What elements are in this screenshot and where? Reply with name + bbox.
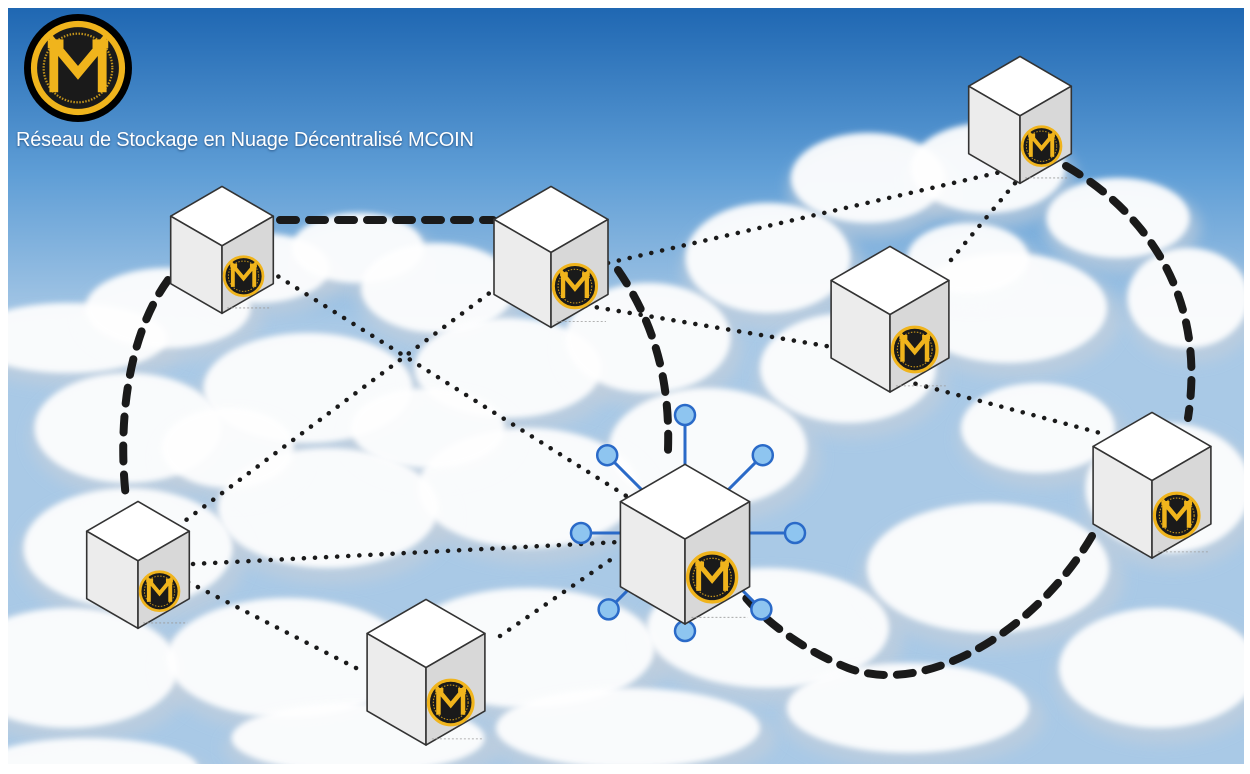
storage-node (1092, 411, 1212, 559)
hub-connector-node (595, 443, 619, 467)
mcoin-coin-icon (1152, 491, 1201, 540)
hub-connector-node (750, 598, 773, 621)
hub-connector-node (569, 521, 593, 545)
hub-connector-node (597, 598, 620, 621)
storage-node-hub (619, 463, 751, 625)
link-dotted-n2-n3 (605, 165, 1021, 266)
diagram-canvas: Réseau de Stockage en Nuage Décentralisé… (8, 8, 1244, 764)
storage-node (85, 500, 191, 630)
link-dotted-n7-hub (497, 553, 619, 639)
mcoin-coin-icon (426, 678, 475, 727)
storage-node (366, 598, 486, 746)
network-links (119, 162, 1196, 680)
mcoin-coin-icon (222, 255, 265, 298)
mcoin-logo-icon (30, 20, 126, 116)
link-dotted-n6-hub (190, 539, 623, 567)
mcoin-coin-icon (685, 551, 739, 604)
storage-node (493, 185, 609, 329)
storage-node (169, 185, 275, 315)
hub-connector-node (751, 443, 775, 467)
link-dotted-n6-n7 (185, 579, 363, 673)
link-dotted-n1-hub (219, 238, 688, 536)
mcoin-coin-icon (890, 325, 939, 374)
storage-node (967, 55, 1073, 185)
link-dashed-n3-n5 (1062, 162, 1196, 422)
diagram-title: Réseau de Stockage en Nuage Décentralisé… (16, 129, 474, 151)
mcoin-coin-icon (138, 570, 181, 613)
link-dotted-n2-n4 (550, 297, 841, 351)
link-dashed-n1-n6 (119, 276, 172, 502)
mcoin-logo (24, 14, 132, 122)
network-diagram (8, 8, 1244, 764)
mcoin-coin-icon (551, 263, 599, 310)
mcoin-coin-icon (1020, 125, 1063, 168)
storage-node (830, 245, 950, 393)
hub-connector-node (673, 403, 697, 427)
hub-connector-node (783, 521, 807, 545)
link-dashed-n2-hub (614, 266, 673, 454)
link-dashed-n5-hub (742, 532, 1096, 680)
storage-nodes (85, 55, 1212, 746)
